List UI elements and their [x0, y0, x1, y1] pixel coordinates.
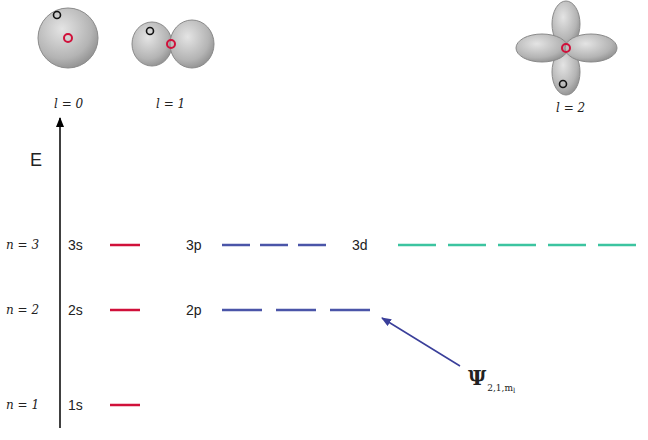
level-lines [110, 245, 636, 405]
s-orbital [38, 8, 98, 68]
wavefunction-subscript: l [513, 388, 515, 395]
orbital-quantum-number: l = 2 [556, 102, 585, 114]
p-orbital [132, 20, 214, 68]
pointer-arrow [382, 318, 460, 366]
orbital-quantum-number: l = 0 [54, 98, 83, 110]
wavefunction-symbol: Ψ [468, 368, 486, 388]
orbital-name: 1s [68, 398, 83, 412]
axis-label: E [30, 151, 42, 169]
wavefunction-subscript: 2,1,m [487, 384, 513, 393]
orbital-name: 3d [352, 238, 368, 252]
orbital-name: 2p [186, 303, 202, 317]
orbital-quantum-number: l = 1 [156, 98, 185, 110]
principal-quantum-number: n = 2 [6, 304, 39, 316]
principal-quantum-number: n = 1 [6, 399, 39, 411]
orbital-name: 2s [68, 303, 83, 317]
energy-axis [59, 118, 61, 428]
orbital-name: 3s [68, 238, 83, 252]
d-orbital [516, 1, 617, 95]
principal-quantum-number: n = 3 [6, 239, 39, 251]
orbital-name: 3p [186, 238, 202, 252]
